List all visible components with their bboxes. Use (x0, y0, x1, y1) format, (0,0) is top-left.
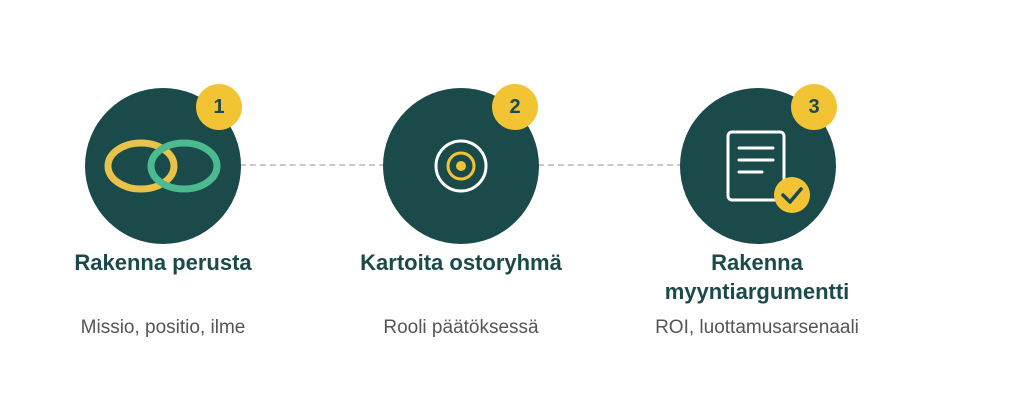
target-icon (434, 139, 488, 193)
step-3-title-line-2: myyntiargumentti (664, 279, 850, 304)
document-check-icon (726, 130, 810, 213)
step-2-subtitle: Rooli päätöksessä (383, 317, 539, 338)
step-1-number-badge: 1 (196, 84, 242, 130)
step-2-title: Kartoita ostoryhmä (360, 250, 562, 275)
interlocking-rings-icon (104, 139, 221, 193)
step-1-subtitle: Missio, positio, ilme (80, 317, 246, 338)
connector-line-1-2 (240, 164, 385, 166)
step-2-number-badge: 2 (492, 84, 538, 130)
step-3-title-line-1: Rakenna (711, 250, 803, 275)
connector-line-2-3 (538, 164, 683, 166)
step-3-number-badge: 3 (791, 84, 837, 130)
step-1-title: Rakenna perusta (74, 250, 252, 275)
step-3-title: Rakenna myyntiargumentti (607, 248, 907, 306)
step-3-subtitle: ROI, luottamusarsenaali (655, 317, 859, 338)
